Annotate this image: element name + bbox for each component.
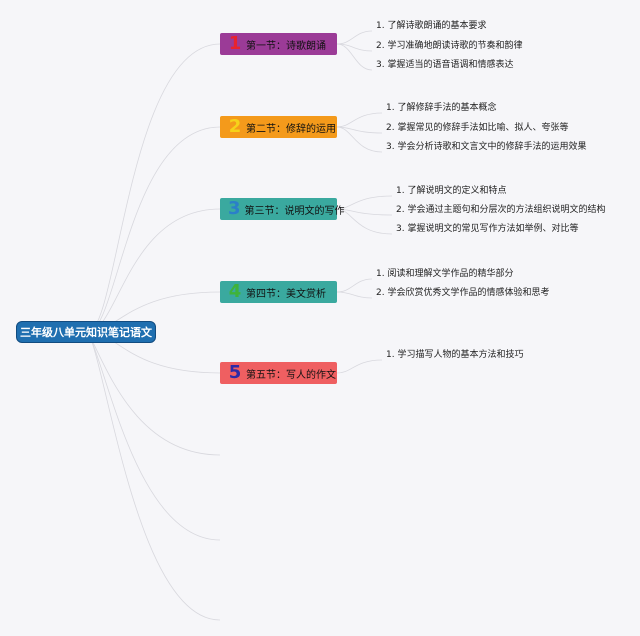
connector-line-19 — [336, 291, 373, 299]
connector-line-18 — [336, 278, 373, 293]
leaf-item-1-2[interactable]: 2. 学习准确地朗读诗歌的节奏和韵律 — [376, 41, 523, 51]
leaf-item-2-3[interactable]: 3. 学会分析诗歌和文言文中的修辞手法的运用效果 — [386, 142, 587, 152]
connector-line-12 — [336, 112, 383, 128]
connector-line-13 — [336, 126, 383, 134]
connector-line-1 — [87, 43, 221, 333]
section-number-1: 1 — [228, 33, 242, 54]
connector-line-14 — [336, 126, 383, 153]
connector-line-15 — [336, 195, 393, 210]
section-node-5[interactable]: 5 第五节：写人的作文 — [220, 362, 337, 384]
connector-line-6 — [87, 331, 221, 456]
section-number-3: 3 — [228, 198, 241, 219]
connector-line-7 — [87, 331, 221, 541]
section-node-1[interactable]: 1 第一节：诗歌朗诵 — [220, 33, 337, 55]
connector-line-20 — [336, 359, 383, 374]
section-title-3: 第三节：说明文的写作 — [244, 205, 345, 217]
section-title-5: 第五节：写人的作文 — [246, 369, 336, 381]
connector-line-17 — [336, 208, 393, 235]
leaf-item-1-1[interactable]: 1. 了解诗歌朗诵的基本要求 — [376, 21, 487, 31]
section-number-5: 5 — [228, 362, 242, 383]
leaf-item-2-1[interactable]: 1. 了解修辞手法的基本概念 — [386, 103, 497, 113]
leaf-item-3-2[interactable]: 2. 学会通过主题句和分层次的方法组织说明文的结构 — [396, 205, 606, 215]
section-node-3[interactable]: 3 第三节：说明文的写作 — [220, 198, 345, 220]
section-number-2: 2 — [228, 116, 242, 137]
section-node-4[interactable]: 4 第四节：美文赏析 — [220, 281, 337, 303]
connector-line-3 — [87, 208, 221, 333]
root-node[interactable]: 三年级八单元知识笔记语文 — [16, 321, 156, 343]
leaf-item-3-3[interactable]: 3. 掌握说明文的常见写作方法如举例、对比等 — [396, 224, 579, 234]
connector-line-11 — [336, 43, 373, 71]
connector-line-8 — [87, 331, 221, 621]
connector-line-9 — [336, 30, 373, 45]
leaf-item-3-1[interactable]: 1. 了解说明文的定义和特点 — [396, 186, 507, 196]
leaf-item-5-1[interactable]: 1. 学习描写人物的基本方法和技巧 — [386, 350, 524, 360]
leaf-item-2-2[interactable]: 2. 掌握常见的修辞手法如比喻、拟人、夸张等 — [386, 123, 569, 133]
section-number-4: 4 — [228, 281, 242, 302]
leaf-item-4-1[interactable]: 1. 阅读和理解文学作品的精华部分 — [376, 269, 514, 279]
section-node-2[interactable]: 2 第二节：修辞的运用 — [220, 116, 337, 138]
section-title-4: 第四节：美文赏析 — [246, 288, 326, 300]
leaf-item-1-3[interactable]: 3. 掌握适当的语音语调和情感表达 — [376, 60, 514, 70]
leaf-item-4-2[interactable]: 2. 学会欣赏优秀文学作品的情感体验和思考 — [376, 288, 550, 298]
section-title-2: 第二节：修辞的运用 — [246, 123, 336, 135]
section-title-1: 第一节：诗歌朗诵 — [246, 40, 326, 52]
